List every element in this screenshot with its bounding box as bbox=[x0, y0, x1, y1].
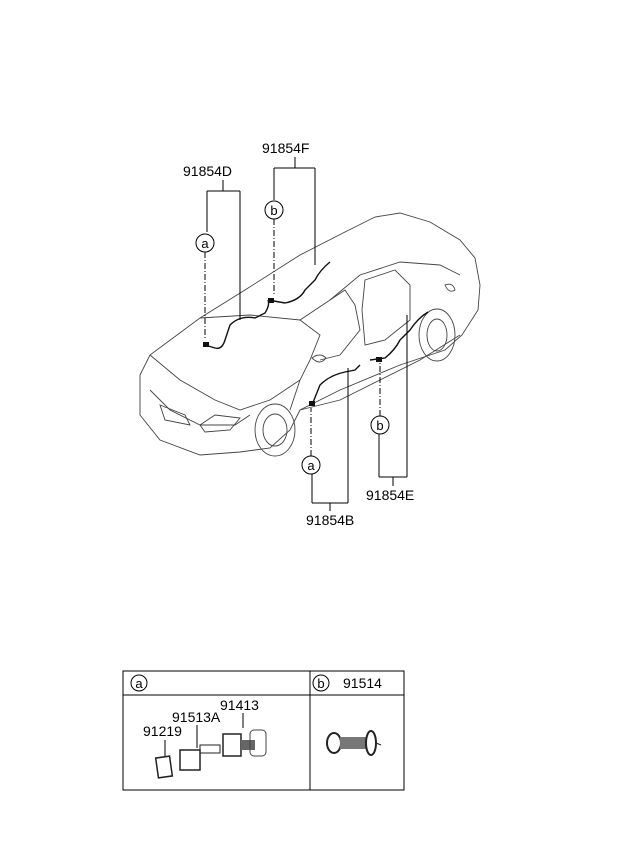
part-label: 91854F bbox=[262, 140, 309, 156]
bolt-91413-icon bbox=[222, 733, 242, 757]
svg-text:a: a bbox=[135, 676, 143, 691]
connector bbox=[203, 342, 209, 347]
callout-91854B[interactable]: 91854B a bbox=[301, 368, 354, 528]
callout-91854F[interactable]: 91854F b bbox=[262, 140, 316, 296]
svg-text:b: b bbox=[317, 676, 324, 691]
callout-91854E[interactable]: 91854E b bbox=[366, 315, 414, 503]
legend-cell-b: b 91514 bbox=[312, 674, 382, 756]
svg-text:b: b bbox=[270, 203, 277, 218]
part-label: 91854B bbox=[306, 512, 354, 528]
part-label: 91854E bbox=[366, 487, 414, 503]
legend-cell-a: a 91219 91513A 91413 bbox=[130, 674, 267, 779]
connector bbox=[376, 357, 382, 362]
part-label-91413: 91413 bbox=[220, 697, 259, 713]
svg-text:b: b bbox=[376, 418, 383, 433]
wire-harness-front bbox=[203, 261, 429, 406]
svg-text:a: a bbox=[201, 236, 209, 251]
clip-91219-icon bbox=[154, 755, 174, 779]
connector bbox=[309, 401, 315, 406]
connector bbox=[268, 298, 274, 303]
part-label: 91854D bbox=[183, 163, 232, 179]
callout-91854D[interactable]: 91854D a bbox=[183, 163, 241, 340]
car-illustration bbox=[139, 212, 481, 457]
part-label-91513A: 91513A bbox=[172, 709, 221, 725]
parts-legend-table: a 91219 91513A 91413 b 91514 bbox=[122, 670, 405, 791]
svg-text:a: a bbox=[307, 458, 315, 473]
part-label-91514: 91514 bbox=[343, 675, 382, 691]
part-label-91219: 91219 bbox=[143, 723, 182, 739]
screw-91514-icon bbox=[326, 730, 382, 756]
grommet-91513A-icon bbox=[179, 749, 201, 771]
